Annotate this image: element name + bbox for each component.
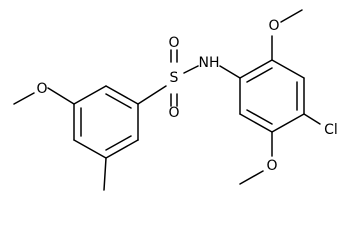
methoxy-oxygen-top-right: O — [268, 18, 279, 34]
amine-nh: NH — [199, 55, 220, 71]
bond — [271, 113, 305, 133]
right-benzene-ring — [239, 59, 305, 133]
double-bond-inner — [246, 109, 273, 125]
bond-ring-to-oxygen — [47, 87, 75, 105]
methoxy-oxygen-left: O — [36, 81, 47, 97]
double-bond-inner — [246, 67, 273, 83]
methyl-bond — [103, 157, 107, 191]
bond — [73, 85, 107, 105]
bond-ring-to-chlorine — [303, 113, 321, 125]
sulfonyl-oxygen-top: O — [168, 35, 179, 51]
methoxy-oxygen-bottom-right: O — [266, 158, 277, 174]
molecule-structure-canvas: O O S O NH O Cl O — [13, 9, 338, 191]
bond — [271, 59, 305, 79]
sulfonyl-oxygen-bottom: O — [168, 105, 179, 121]
bond — [239, 59, 273, 79]
bond-oxygen-to-methyl — [13, 92, 35, 105]
bond — [105, 139, 139, 159]
bond-nitrogen-to-ring — [219, 65, 241, 79]
chlorine-atom: Cl — [324, 122, 338, 138]
bond-oxygen-to-methyl — [280, 9, 303, 23]
bond-oxygen-to-methyl — [239, 170, 264, 185]
bond — [105, 85, 139, 105]
bond — [239, 113, 273, 133]
sulfur-atom: S — [170, 70, 179, 86]
structure-svg: O O S O NH O Cl O — [13, 9, 338, 191]
double-bond-inner — [105, 135, 132, 151]
double-bond-inner — [105, 93, 132, 109]
bond-sulfur-to-nitrogen — [183, 65, 199, 74]
bond-ring-to-sulfur — [137, 85, 167, 105]
bond — [73, 139, 107, 159]
left-benzene-ring — [73, 85, 139, 159]
